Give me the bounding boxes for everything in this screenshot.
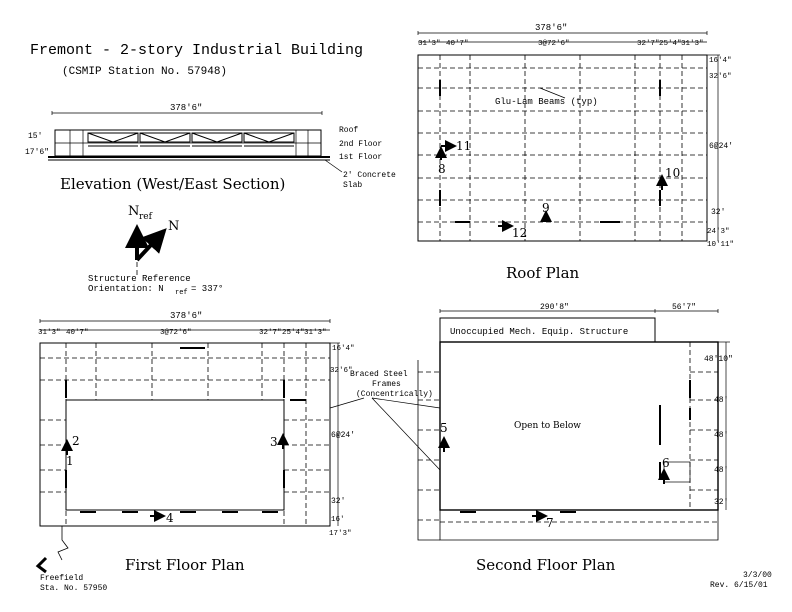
roof-right-dim-6: 10'11" bbox=[707, 241, 734, 249]
sensor-11: 11 bbox=[456, 139, 471, 153]
braced-label-1: Braced Steel bbox=[350, 370, 408, 379]
first-top-dim-6: 31'3" bbox=[304, 329, 327, 337]
freefield-arrow-icon bbox=[35, 556, 48, 574]
second-right-dim-4: 48' bbox=[714, 466, 728, 475]
orientation-value: = 337° bbox=[191, 284, 223, 294]
braced-frames-callout: Braced Steel Frames (Concentrically) bbox=[329, 370, 441, 471]
sensor-7: 7 bbox=[546, 516, 554, 530]
roof-top-dim-5: 25'4" bbox=[659, 40, 682, 48]
compass-icon: N ref N Structure Reference Orientation:… bbox=[88, 204, 223, 297]
roof-plan-caption: Roof Plan bbox=[506, 264, 580, 282]
first-top-dim-3: 3@72'6" bbox=[160, 329, 192, 337]
roof-top-dim-3: 3@72'6" bbox=[538, 40, 570, 48]
slab-label-1: 2' Concrete bbox=[343, 171, 396, 180]
roof-right-dim-4: 32' bbox=[711, 208, 725, 217]
roof-top-dim-1: 31'3" bbox=[418, 40, 441, 48]
sensor-1: 1 bbox=[66, 454, 74, 468]
glulam-label: Glu-Lam Beams (typ) bbox=[495, 97, 598, 107]
sensor-9: 9 bbox=[542, 201, 550, 215]
level-2nd-floor: 2nd Floor bbox=[339, 140, 382, 149]
elevation-drawing: 378'6" 15' 17'6" Roof 2nd Floor 1st Floo… bbox=[25, 103, 396, 193]
station-label: (CSMIP Station No. 57948) bbox=[62, 66, 227, 78]
first-right-dim-1: 16'4" bbox=[332, 345, 355, 353]
orientation-line-1: Structure Reference bbox=[88, 274, 191, 284]
first-right-dim-2: 32'6" bbox=[330, 367, 353, 375]
second-right-dim-2: 48' bbox=[714, 396, 728, 405]
roof-plan: 378'6" 31'3" 40'7" 3@72'6" 32'7" 25'4" 3… bbox=[417, 23, 734, 282]
first-top-dim-1: 31'3" bbox=[38, 329, 61, 337]
second-right-dim-1: 48'10" bbox=[704, 355, 733, 364]
sensor-8: 8 bbox=[438, 162, 446, 176]
second-top-dim-1: 290'8" bbox=[540, 303, 569, 312]
first-top-dim-4: 32'7" bbox=[259, 329, 282, 337]
elevation-dim-lower: 17'6" bbox=[25, 148, 49, 157]
first-floor-plan: 378'6" 31'3" 40'7" 3@72'6" 32'7" 25'4" 3… bbox=[35, 311, 355, 593]
slab-label-2: Slab bbox=[343, 181, 362, 190]
roof-total-dim: 378'6" bbox=[535, 23, 567, 33]
sensor-3: 3 bbox=[270, 435, 278, 449]
date-label: 3/3/00 bbox=[743, 571, 772, 580]
nref-sub: ref bbox=[139, 212, 153, 222]
roof-top-dim-2: 40'7" bbox=[446, 40, 469, 48]
elevation-length-dim: 378'6" bbox=[170, 103, 202, 113]
first-right-dim-4: 32' bbox=[331, 497, 345, 506]
second-top-dim-2: 56'7" bbox=[672, 303, 696, 312]
braced-label-3: (Concentrically) bbox=[356, 390, 433, 399]
sensor-4: 4 bbox=[166, 511, 174, 525]
sensor-2: 2 bbox=[72, 434, 80, 448]
level-1st-floor: 1st Floor bbox=[339, 153, 382, 162]
second-right-dim-3: 48' bbox=[714, 431, 728, 440]
orientation-line-2: Orientation: N bbox=[88, 284, 164, 294]
roof-top-dim-6: 31'3" bbox=[681, 40, 704, 48]
open-to-below-label: Open to Below bbox=[514, 421, 581, 431]
orientation-sub: ref bbox=[175, 289, 188, 297]
mech-structure-label: Unoccupied Mech. Equip. Structure bbox=[450, 327, 628, 337]
sensor-10: 10 bbox=[665, 166, 680, 180]
page-title: Fremont - 2-story Industrial Building bbox=[30, 42, 363, 59]
first-right-dim-6: 17'3" bbox=[329, 530, 352, 538]
first-right-dim-5: 16' bbox=[331, 516, 345, 524]
sensor-6: 6 bbox=[662, 456, 670, 470]
first-total-dim: 378'6" bbox=[170, 311, 202, 321]
sensor-12: 12 bbox=[512, 226, 527, 240]
roof-top-dim-4: 32'7" bbox=[637, 40, 660, 48]
revision-label: Rev. 6/15/01 bbox=[710, 581, 768, 590]
roof-right-dim-1: 16'4" bbox=[709, 57, 732, 65]
second-floor-plan: 290'8" 56'7" Unoccupied Mech. Equip. Str… bbox=[417, 303, 733, 574]
first-floor-caption: First Floor Plan bbox=[125, 556, 245, 574]
sensor-5: 5 bbox=[440, 421, 448, 435]
freefield-station: Sta. No. 57950 bbox=[40, 584, 107, 593]
first-top-dim-2: 40'7" bbox=[66, 329, 89, 337]
nref-label: N bbox=[128, 204, 139, 219]
freefield-label: Freefield bbox=[40, 574, 83, 583]
level-roof: Roof bbox=[339, 126, 358, 135]
second-floor-caption: Second Floor Plan bbox=[476, 556, 616, 574]
first-top-dim-5: 25'4" bbox=[282, 329, 305, 337]
roof-right-dim-2: 32'6" bbox=[709, 73, 732, 81]
braced-label-2: Frames bbox=[372, 380, 401, 389]
roof-right-dim-5: 24'3" bbox=[707, 228, 730, 236]
elevation-caption: Elevation (West/East Section) bbox=[60, 175, 285, 193]
roof-right-dim-3: 6@24' bbox=[709, 142, 733, 151]
second-right-dim-5: 32' bbox=[714, 498, 728, 507]
elevation-dim-upper: 15' bbox=[28, 132, 42, 141]
first-right-dim-3: 6@24' bbox=[331, 431, 355, 440]
n-label: N bbox=[168, 219, 179, 234]
